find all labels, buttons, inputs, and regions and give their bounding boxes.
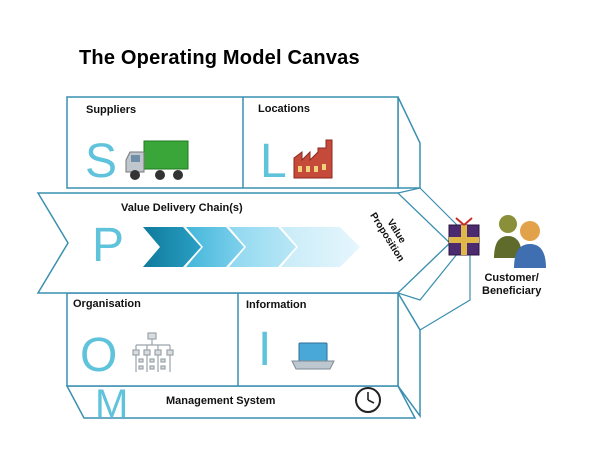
chevron-icon [281, 227, 360, 267]
information-label: Information [246, 299, 307, 311]
factory-icon [293, 139, 333, 179]
bottom-box [65, 290, 421, 419]
customer-connector [419, 238, 471, 331]
top-box [66, 96, 421, 189]
clock-icon [355, 387, 381, 413]
locations-label: Locations [258, 103, 310, 115]
organisation-letter: O [80, 329, 118, 382]
customer-line2: Beneficiary [482, 285, 542, 297]
management-letter: M [95, 382, 129, 426]
suppliers-letter: S [85, 135, 118, 188]
process-chevrons [143, 227, 360, 267]
org-chart-icon [132, 332, 174, 372]
chevron-icon [229, 227, 296, 267]
chevron-icon [186, 227, 244, 267]
locations-letter: L [260, 135, 287, 188]
value-delivery-label: Value Delivery Chain(s) [121, 202, 243, 214]
customer-line1: Customer/ [484, 272, 539, 284]
customer-label: Customer/ Beneficiary [482, 272, 541, 298]
organisation-label: Organisation [73, 298, 141, 310]
people-icon [494, 215, 546, 268]
chevron-icon [143, 227, 201, 267]
truck-icon [125, 140, 189, 180]
information-letter: I [258, 323, 272, 376]
management-system-label: Management System [166, 395, 276, 407]
laptop-icon [291, 342, 335, 370]
suppliers-label: Suppliers [86, 104, 137, 116]
gift-icon [448, 217, 480, 256]
page-title: The Operating Model Canvas [79, 47, 360, 69]
value-delivery-letter: P [92, 219, 125, 272]
